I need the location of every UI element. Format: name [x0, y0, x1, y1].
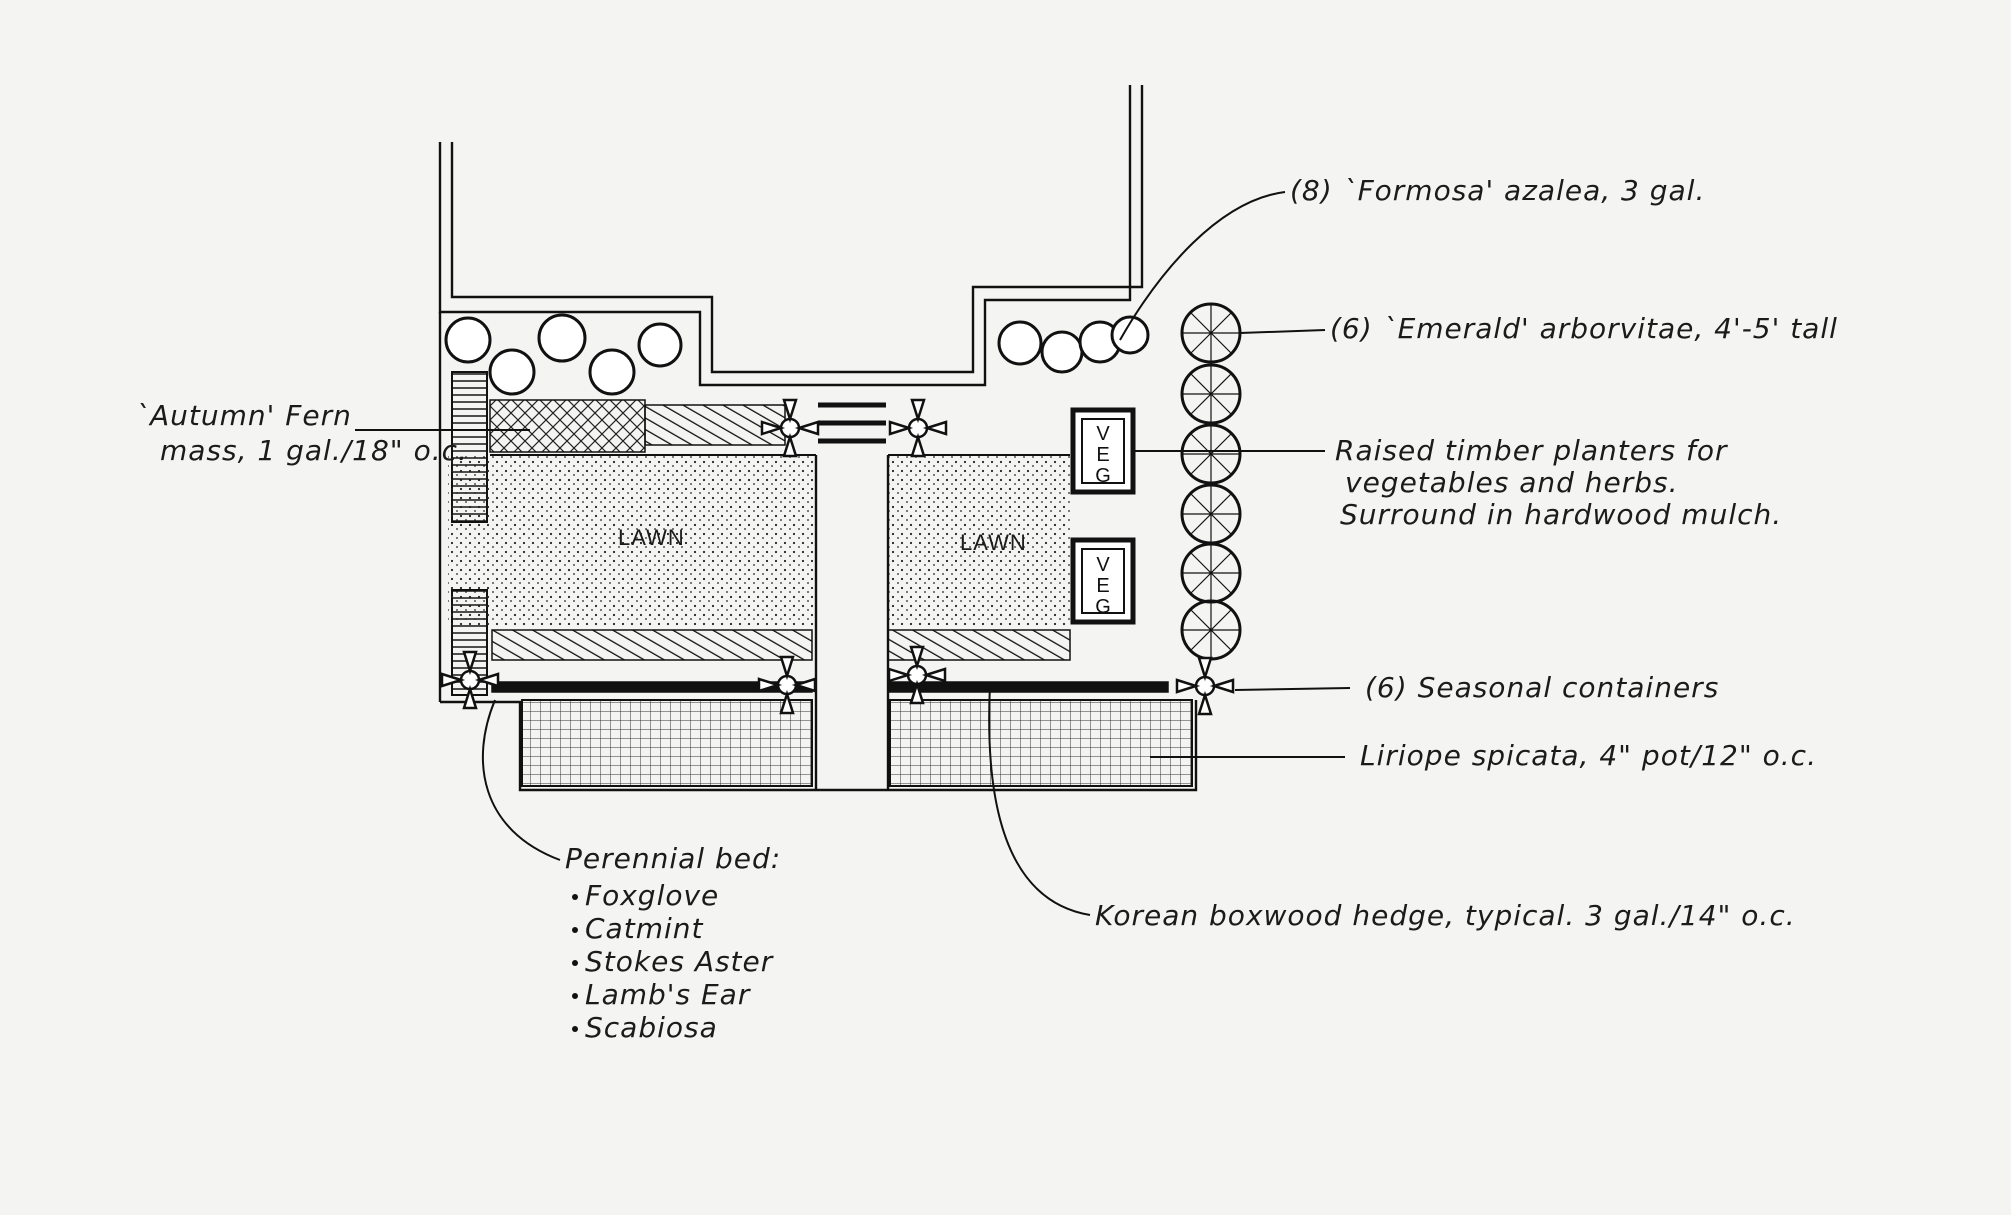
lawn-label-right: LAWN [960, 530, 1027, 555]
planter-callout-line2: vegetables and herbs. [1345, 466, 1679, 499]
azalea-callout: (8) `Formosa' azalea, 3 gal. [1290, 174, 1705, 207]
containers-leader [1234, 687, 1351, 691]
boxwood-leader [988, 684, 1091, 916]
perennial-bullets [572, 894, 578, 1032]
perennial-title: Perennial bed: [565, 842, 781, 875]
perennial-item-2: Catmint [585, 912, 703, 945]
lawn-label-left: LAWN [618, 525, 685, 550]
fern-callout-line2: mass, 1 gal./18" o.c. [160, 434, 468, 467]
fern-callout-line1: `Autumn' Fern [135, 399, 352, 432]
arborvitae-leader [1239, 329, 1326, 334]
perennial-item-1: Foxglove [585, 879, 719, 912]
liriope-beds [521, 699, 1193, 787]
arborvitae-trees [1180, 302, 1242, 661]
center-path [814, 402, 890, 790]
lawn-areas [448, 454, 1070, 627]
veg-label-v1: V [1096, 423, 1110, 445]
veg-label-e1: E [1096, 444, 1109, 466]
planter-callout-line1: Raised timber planters for [1335, 434, 1728, 467]
veg-label-g1: G [1095, 465, 1111, 487]
veg-planters [1070, 407, 1136, 625]
perennial-item-4: Lamb's Ear [585, 978, 751, 1011]
veg-label-e2: E [1096, 575, 1109, 597]
azalea-shrubs [444, 313, 1150, 396]
leader-lines [355, 191, 1351, 916]
boxwood-callout: Korean boxwood hedge, typical. 3 gal./14… [1095, 899, 1796, 932]
liriope-callout: Liriope spicata, 4" pot/12" o.c. [1360, 739, 1817, 772]
azalea-leader [1119, 191, 1286, 341]
perennial-item-3: Stokes Aster [585, 945, 774, 978]
house-outline [438, 85, 1144, 387]
seasonal-containers [440, 398, 1235, 716]
containers-callout: (6) Seasonal containers [1365, 671, 1719, 704]
perennial-item-5: Scabiosa [585, 1011, 718, 1044]
veg-label-g2: G [1095, 596, 1111, 618]
veg-label-v2: V [1096, 554, 1110, 576]
perennial-leader [481, 699, 561, 861]
planter-callout-line3: Surround in hardwood mulch. [1340, 498, 1782, 531]
arborvitae-callout: (6) `Emerald' arborvitae, 4'-5' tall [1330, 312, 1838, 345]
